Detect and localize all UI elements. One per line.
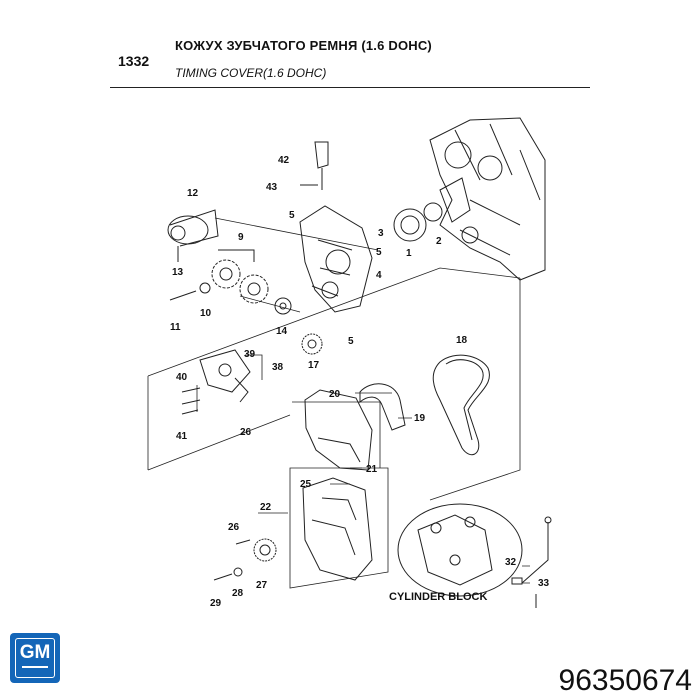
gm-logo-text: GM (19, 642, 51, 663)
crank-pulley (253, 538, 277, 562)
section-code: 1332 (118, 53, 150, 69)
gear-lower (239, 274, 269, 304)
timing-belt (432, 354, 490, 456)
callout-11: 11 (170, 322, 181, 333)
callout-39: 39 (244, 349, 256, 360)
callout-26-upper: 26 (240, 427, 252, 438)
title-russian: КОЖУХ ЗУБЧАТОГО РЕМНЯ (1.6 DOHC) (175, 38, 432, 53)
callout-5-low: 5 (348, 336, 354, 347)
belt-small (359, 383, 406, 431)
callout-33: 33 (538, 578, 550, 589)
engine-block-outline (429, 117, 546, 281)
callout-42: 42 (278, 155, 290, 166)
sensor (314, 141, 329, 169)
part-number: 96350674 (558, 664, 692, 697)
bracket-housing (299, 205, 373, 313)
callout-5-top: 5 (289, 210, 295, 221)
callout-10: 10 (200, 308, 212, 319)
callout-27: 27 (256, 580, 268, 591)
callout-40: 40 (176, 372, 188, 383)
callout-17: 17 (308, 360, 320, 371)
callout-22: 22 (260, 502, 272, 513)
knock-sensor-wire (521, 522, 549, 584)
callout-32: 32 (505, 557, 517, 568)
callout-14: 14 (276, 326, 288, 337)
callout-4: 4 (376, 270, 382, 281)
title-english: TIMING COVER(1.6 DOHC) (175, 66, 327, 80)
idler-pulley (274, 297, 292, 315)
upper-cover (304, 389, 373, 471)
callout-21: 21 (366, 464, 378, 475)
callout-19: 19 (414, 413, 426, 424)
header-divider (110, 87, 590, 88)
cylinder-block-inset (397, 503, 523, 597)
callout-13: 13 (172, 267, 184, 278)
gear-upper (211, 259, 241, 289)
callout-9: 9 (238, 232, 244, 243)
gm-logo: GM (10, 633, 60, 683)
callout-26-lower: 26 (228, 522, 240, 533)
callout-5-mid: 5 (376, 247, 382, 258)
callout-3: 3 (378, 228, 384, 239)
callout-1: 1 (406, 248, 412, 259)
lower-cover (302, 477, 373, 581)
callout-20: 20 (329, 389, 341, 400)
callout-18: 18 (456, 335, 468, 346)
callout-28: 28 (232, 588, 244, 599)
gm-logo-frame (15, 638, 55, 678)
callout-41: 41 (176, 431, 188, 442)
callout-29: 29 (210, 598, 222, 609)
cylinder-block-label: CYLINDER BLOCK (389, 591, 488, 603)
callout-2: 2 (436, 236, 442, 247)
idler-pulley-17 (301, 333, 323, 355)
callout-38: 38 (272, 362, 284, 373)
gm-logo-underline (22, 666, 48, 668)
cam-sprocket-boss (444, 141, 472, 169)
water-pump (393, 208, 427, 242)
callout-43: 43 (266, 182, 278, 193)
engine-mount-bracket (199, 349, 251, 393)
callout-25: 25 (300, 479, 312, 490)
callout-12: 12 (187, 188, 199, 199)
